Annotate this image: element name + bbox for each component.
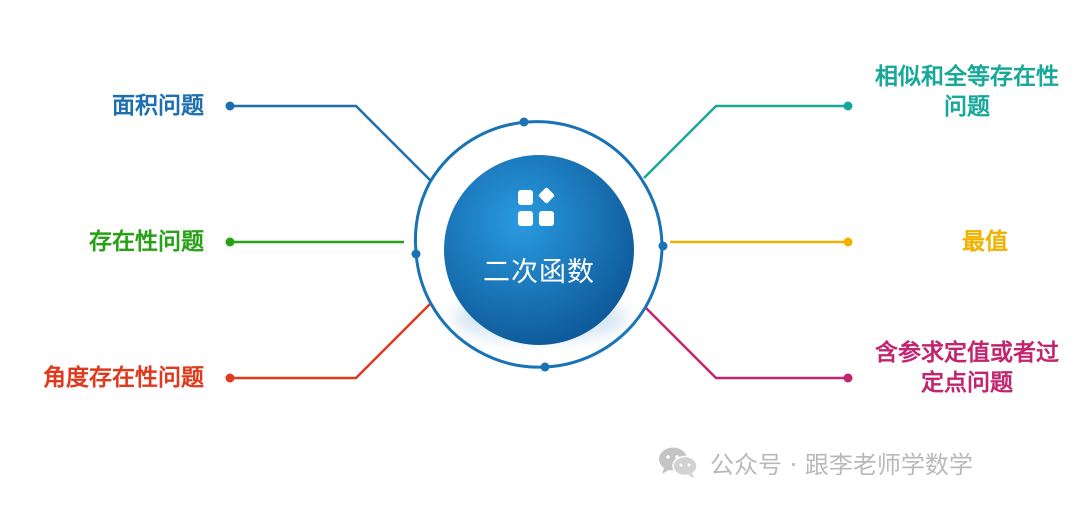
endpoint-left-bot bbox=[225, 373, 235, 383]
connector-right-top bbox=[643, 104, 848, 179]
ring-arc-right-lower bbox=[643, 245, 664, 309]
ring-dots bbox=[411, 117, 668, 372]
wechat-icon bbox=[659, 447, 698, 478]
branch-label-parameter-fixed-point: 含参求定值或者过 定点问题 bbox=[860, 338, 1074, 398]
endpoint-left-mid bbox=[225, 237, 235, 247]
ring-arc-left bbox=[413, 181, 432, 253]
ring-dot-right bbox=[658, 241, 668, 251]
branch-label-area-problem: 面积问题 bbox=[112, 92, 204, 119]
ring-dot-top bbox=[519, 117, 529, 127]
center-circle bbox=[444, 155, 634, 345]
branch-label-similarity-line2: 问题 bbox=[944, 93, 990, 120]
apps-grid-icon bbox=[518, 187, 555, 226]
branch-label-angle-existence-problem: 角度存在性问题 bbox=[43, 364, 204, 391]
center-title: 二次函数 bbox=[483, 257, 595, 288]
branch-label-parameter-line1: 含参求定值或者过 bbox=[875, 339, 1059, 366]
branch-label-parameter-line2: 定点问题 bbox=[921, 369, 1013, 396]
endpoint-left-top bbox=[225, 101, 235, 111]
ring-arc-top-left bbox=[428, 120, 528, 183]
ring-arc-left-lower bbox=[414, 251, 432, 303]
ring-arc-right bbox=[640, 179, 664, 247]
ring-arc-bottom-left bbox=[428, 301, 546, 369]
ring-dot-bottom bbox=[540, 362, 550, 372]
connector-left-top bbox=[230, 104, 431, 181]
ring-arc-top bbox=[526, 120, 644, 181]
ring-dot-left bbox=[411, 249, 421, 259]
connector-left-bot bbox=[230, 303, 431, 380]
endpoint-right-bot bbox=[843, 373, 853, 383]
watermark-text: 公众号 · 跟李老师学数学 bbox=[710, 450, 973, 479]
branch-label-similarity-line1: 相似和全等存在性 bbox=[875, 63, 1059, 90]
endpoint-right-top bbox=[843, 101, 853, 111]
ring-arc-bottom-right bbox=[544, 307, 647, 369]
outer-ring bbox=[413, 120, 664, 369]
branch-label-similarity-congruence: 相似和全等存在性 问题 bbox=[860, 62, 1074, 122]
watermark: 公众号 · 跟李老师学数学 bbox=[656, 444, 973, 480]
connector-right-bot bbox=[645, 307, 848, 380]
branch-label-existence-problem: 存在性问题 bbox=[89, 228, 204, 255]
endpoint-right-mid bbox=[843, 237, 853, 247]
branch-label-extremum: 最值 bbox=[962, 228, 1008, 255]
